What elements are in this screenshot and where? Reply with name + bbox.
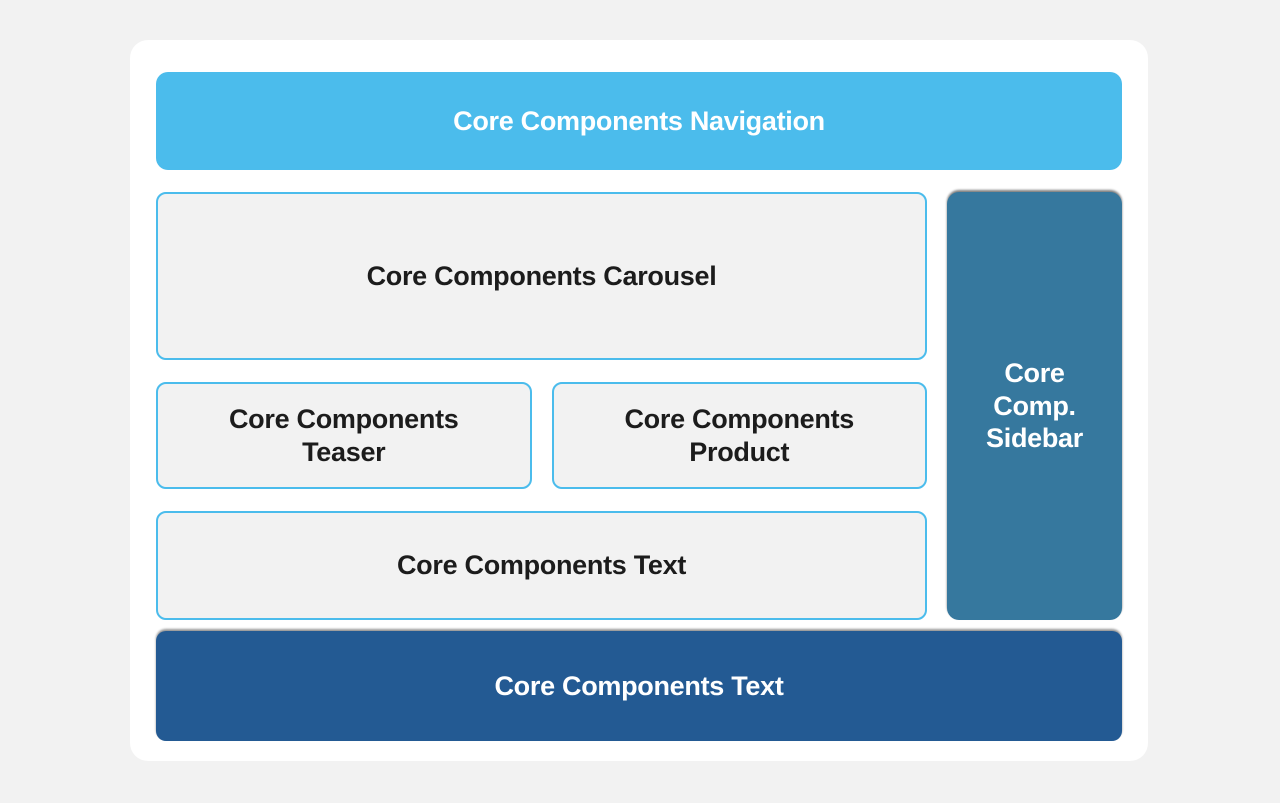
product-label: Core Components Product bbox=[624, 404, 854, 467]
footer-text-block: Core Components Text bbox=[156, 631, 1122, 741]
text-block: Core Components Text bbox=[156, 511, 927, 620]
teaser-label: Core Components Teaser bbox=[228, 404, 459, 467]
sidebar-block: Core Comp. Sidebar bbox=[947, 192, 1122, 620]
middle-region: Core Components Carousel Core Components… bbox=[156, 192, 1122, 620]
navigation-label: Core Components Navigation bbox=[453, 105, 825, 136]
text-label: Core Components Text bbox=[396, 550, 687, 581]
carousel-block: Core Components Carousel bbox=[156, 192, 927, 360]
page-wireframe-card: Core Components Navigation Core Componen… bbox=[130, 40, 1148, 761]
footer-label: Core Components Text bbox=[494, 670, 784, 701]
sidebar-label: Core Comp. Sidebar bbox=[986, 358, 1083, 454]
teaser-product-row: Core Components Teaser Core Components P… bbox=[156, 382, 927, 489]
product-block: Core Components Product bbox=[551, 382, 927, 489]
teaser-block: Core Components Teaser bbox=[156, 382, 532, 489]
content-column: Core Components Carousel Core Components… bbox=[156, 192, 927, 620]
navigation-block: Core Components Navigation bbox=[156, 72, 1122, 170]
carousel-label: Core Components Carousel bbox=[366, 260, 717, 291]
